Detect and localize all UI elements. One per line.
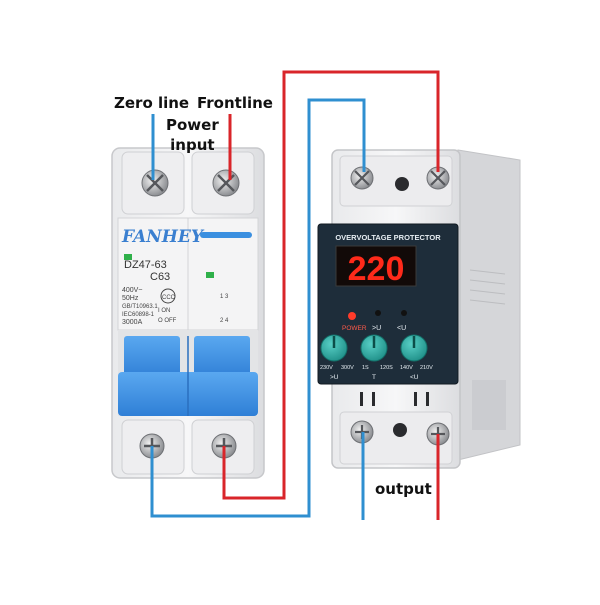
led-power-label: POWER (342, 325, 367, 332)
breaker-toggle-left[interactable] (124, 336, 180, 378)
breaker-off-label: O OFF (158, 318, 177, 324)
output-label: output (375, 480, 432, 498)
knob1-name: >U (330, 374, 339, 381)
protector-test-hole-bottom (393, 423, 407, 437)
overvoltage-protector: OVERVOLTAGE PROTECTOR 220 POWER >U <U 23… (317, 149, 521, 469)
knob1-min: 230V (320, 365, 333, 371)
breaker-stripe (200, 232, 252, 238)
breaker-spec-5: 3000A (122, 319, 143, 326)
live-link-wire (222, 70, 440, 500)
led-over-label: >U (372, 325, 381, 332)
undervoltage-knob[interactable] (400, 334, 428, 362)
breaker-brand: FANHEY (121, 227, 205, 247)
wires (150, 70, 440, 520)
breaker-toggle-right[interactable] (194, 336, 250, 378)
knob3-min: 140V (400, 365, 413, 371)
breaker-model: DZ47-63 (124, 259, 167, 271)
screw-top-left-icon (141, 169, 169, 197)
led-under-label: <U (397, 325, 406, 332)
overvoltage-knob[interactable] (320, 334, 348, 362)
breaker-indicator-left (124, 254, 132, 260)
breaker-rating: C63 (150, 271, 170, 283)
breaker-terminal-bottom: 2 4 (220, 318, 229, 324)
protector-screw-top-right-icon (426, 166, 450, 190)
breaker-on-label: I ON (158, 308, 170, 314)
breaker-indicator-right (206, 272, 214, 278)
under-led (401, 310, 407, 316)
delay-knob[interactable] (360, 334, 388, 362)
knob2-min: 1S (362, 365, 369, 371)
breaker-terminal-top: 1 3 (220, 294, 229, 300)
knob3-name: <U (410, 374, 419, 381)
knob2-max: 120S (380, 365, 393, 371)
side-vents (469, 269, 506, 430)
knob2-name: T (372, 374, 376, 381)
breaker-spec-2: 50Hz (122, 295, 139, 302)
breaker-spec-1: 400V~ (122, 287, 142, 294)
frontline-label: Frontline (197, 94, 273, 112)
breaker-spec-4: IEC60898-1 (122, 312, 155, 318)
power-led (348, 312, 356, 320)
neutral-link-wire (150, 98, 366, 518)
svg-text:CCC: CCC (162, 295, 176, 301)
voltage-display (335, 245, 417, 287)
protector-screw-top-left-icon (350, 166, 374, 190)
protector-test-hole-top (395, 177, 409, 191)
front-vents (360, 392, 429, 406)
protector-title: OVERVOLTAGE PROTECTOR (335, 233, 441, 242)
over-led (375, 310, 381, 316)
zero-line-label: Zero line (114, 94, 190, 112)
breaker-spec-3: GB/T10963.1 (122, 304, 158, 310)
power-input-label: Power input (166, 116, 219, 154)
knob3-max: 210V (420, 365, 433, 371)
screw-top-right-icon (212, 169, 240, 197)
circuit-breaker: FANHEY DZ47-63 C63 400V~ 50Hz GB/T10963.… (111, 147, 265, 479)
knob1-max: 300V (341, 365, 354, 371)
ccc-mark-icon: CCC (160, 288, 176, 304)
display-value: 220 (348, 250, 405, 288)
